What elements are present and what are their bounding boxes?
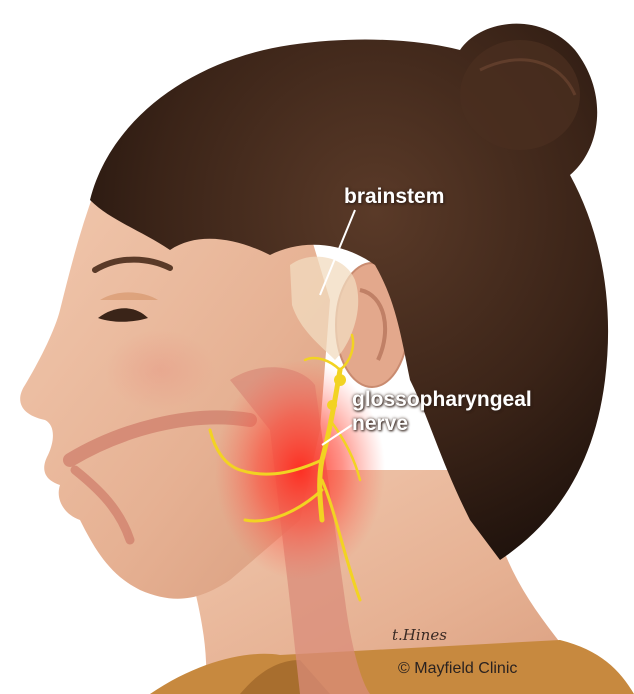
- nerve-label-line1: glossopharyngeal: [352, 388, 532, 412]
- artist-signature: t.Hines: [392, 626, 447, 644]
- nerve-label-line2: nerve: [352, 412, 408, 436]
- brainstem-label: brainstem: [344, 185, 444, 209]
- copyright-text: © Mayfield Clinic: [398, 660, 517, 678]
